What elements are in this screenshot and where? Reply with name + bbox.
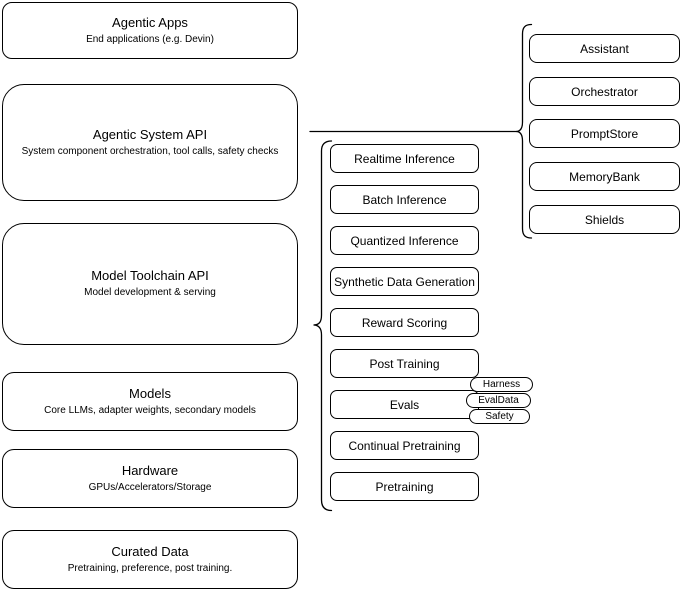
evals-tag-safety: Safety	[469, 409, 530, 424]
component-memorybank: MemoryBank	[529, 162, 680, 191]
hardware-title: Hardware	[121, 462, 179, 478]
evals-tag-harness: Harness	[470, 377, 533, 392]
toolchain-item-label: Post Training	[369, 356, 440, 371]
agentic-apps-title: Agentic Apps	[112, 14, 188, 30]
toolchain-item-post-training: Post Training	[330, 349, 479, 378]
component-label: MemoryBank	[569, 169, 640, 184]
toolchain-item-batch-inference: Batch Inference	[330, 185, 479, 214]
toolchain-brace-icon	[313, 140, 333, 512]
box-hardware: Hardware GPUs/Accelerators/Storage	[2, 449, 298, 508]
box-models: Models Core LLMs, adapter weights, secon…	[2, 372, 298, 431]
component-label: Orchestrator	[571, 84, 638, 99]
component-label: PromptStore	[570, 126, 639, 141]
toolchain-item-label: Continual Pretraining	[348, 438, 461, 453]
agentic-system-api-title: Agentic System API	[92, 126, 208, 142]
toolchain-item-pretraining: Pretraining	[330, 472, 479, 501]
agentic-system-api-subtitle: System component orchestration, tool cal…	[21, 145, 279, 157]
models-subtitle: Core LLMs, adapter weights, secondary mo…	[44, 404, 256, 416]
toolchain-item-label: Quantized Inference	[350, 233, 459, 248]
evals-tag-label: Harness	[482, 379, 521, 390]
model-toolchain-api-title: Model Toolchain API	[91, 268, 209, 283]
box-agentic-system-api: Agentic System API System component orch…	[2, 84, 298, 201]
toolchain-item-label: Pretraining	[375, 479, 434, 494]
toolchain-item-continual-pretraining: Continual Pretraining	[330, 431, 479, 460]
curated-data-subtitle: Pretraining, preference, post training.	[67, 562, 233, 574]
box-curated-data: Curated Data Pretraining, preference, po…	[2, 530, 298, 589]
box-model-toolchain-api: Model Toolchain API Model development & …	[2, 223, 298, 345]
model-toolchain-api-subtitle: Model development & serving	[84, 287, 216, 298]
toolchain-item-evals: Evals	[330, 390, 479, 419]
toolchain-item-label: Evals	[389, 397, 420, 412]
box-agentic-apps: Agentic Apps End applications (e.g. Devi…	[2, 2, 298, 59]
evals-tag-label: Safety	[485, 411, 514, 422]
agentic-apps-subtitle: End applications (e.g. Devin)	[86, 33, 214, 45]
component-orchestrator: Orchestrator	[529, 77, 680, 106]
toolchain-item-label: Batch Inference	[362, 192, 447, 207]
component-shields: Shields	[529, 205, 680, 234]
toolchain-item-label: Realtime Inference	[354, 151, 455, 166]
component-label: Assistant	[580, 41, 629, 56]
toolchain-item-synthetic-data-generation: Synthetic Data Generation	[330, 267, 479, 296]
toolchain-item-realtime-inference: Realtime Inference	[330, 144, 479, 173]
toolchain-item-reward-scoring: Reward Scoring	[330, 308, 479, 337]
curated-data-title: Curated Data	[111, 543, 189, 559]
component-label: Shields	[584, 212, 625, 227]
evals-tag-evaldata: EvalData	[466, 393, 531, 408]
evals-tag-label: EvalData	[478, 395, 519, 406]
toolchain-item-quantized-inference: Quantized Inference	[330, 226, 479, 255]
component-assistant: Assistant	[529, 34, 680, 63]
hardware-subtitle: GPUs/Accelerators/Storage	[88, 481, 212, 493]
toolchain-item-label: Synthetic Data Generation	[334, 274, 475, 289]
component-promptstore: PromptStore	[529, 119, 680, 148]
toolchain-item-label: Reward Scoring	[361, 315, 448, 330]
models-title: Models	[129, 385, 171, 401]
